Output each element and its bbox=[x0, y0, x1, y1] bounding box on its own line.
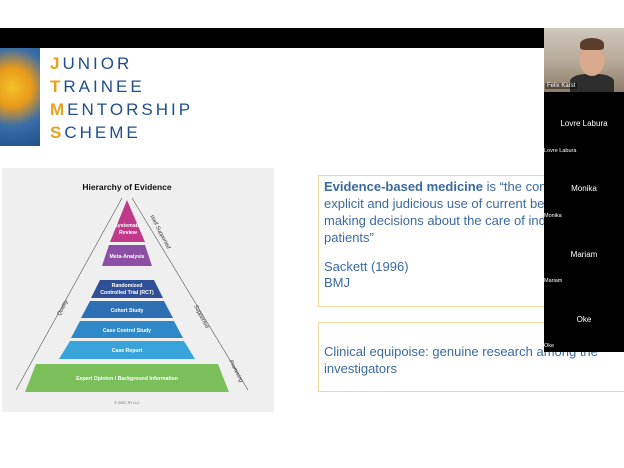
logo-line-2: TRAINEE bbox=[50, 77, 145, 96]
level-label-case-report: Case Report bbox=[112, 348, 143, 354]
participant-hair bbox=[580, 38, 604, 50]
equipoise-text: Clinical equipoise: genuine research amo… bbox=[324, 344, 598, 376]
level-label-randomized: Randomized bbox=[112, 283, 143, 289]
level-case-report bbox=[59, 341, 195, 359]
shared-screen-header bbox=[0, 28, 624, 48]
logo-graphic bbox=[0, 48, 40, 146]
logo-line-1: JUNIOR bbox=[50, 54, 133, 73]
level-label-rct: Controlled Trial (RCT) bbox=[100, 290, 154, 296]
side-label-promising: Promising bbox=[227, 359, 244, 384]
logo-line-4: SCHEME bbox=[50, 123, 141, 142]
level-label-expert: Expert Opinion / Background Information bbox=[76, 376, 178, 382]
level-meta-analysis bbox=[102, 245, 152, 266]
evidence-pyramid: Systematic Review Meta-Analysis Randomiz… bbox=[15, 197, 249, 405]
level-label-review: Review bbox=[119, 230, 138, 236]
top-bar bbox=[0, 0, 624, 28]
side-label-well-supported: Well Supported bbox=[148, 214, 171, 251]
participant-label-mariam: Mariam bbox=[544, 278, 563, 284]
equipoise-box bbox=[318, 322, 624, 392]
participant-label-oke: Oke bbox=[544, 343, 555, 349]
participant-shirt bbox=[570, 74, 614, 92]
participant-tile-monika[interactable]: Monika bbox=[571, 184, 597, 193]
participant-label-lovre: Lovre Labura bbox=[544, 148, 577, 154]
active-participant-name: Felix Karst bbox=[545, 83, 578, 89]
participant-tile-lovre[interactable]: Lovre Labura bbox=[560, 119, 608, 128]
level-label-systematic: Systematic bbox=[114, 223, 142, 229]
level-systematic-review bbox=[110, 200, 145, 242]
level-label-meta: Meta-Analysis bbox=[110, 254, 145, 260]
level-expert-opinion bbox=[25, 364, 229, 392]
level-label-case-control: Case Control Study bbox=[103, 328, 151, 334]
level-case-control-study bbox=[71, 321, 183, 338]
level-label-cohort: Cohort Study bbox=[111, 308, 144, 314]
logo-line-3: MENTORSHIP bbox=[50, 100, 194, 119]
quality-arrow bbox=[15, 197, 123, 391]
definition-box bbox=[318, 175, 624, 307]
side-label-supported: Supported bbox=[192, 304, 210, 330]
level-cohort-study bbox=[81, 301, 173, 318]
participant-label-monika: Monika bbox=[544, 213, 562, 219]
side-label-quality: Quality bbox=[56, 298, 70, 317]
logo-text: JUNIOR TRAINEE MENTORSHIP SCHEME bbox=[50, 52, 193, 144]
participant-tile-oke[interactable]: Oke bbox=[576, 315, 592, 324]
citation: Sackett (1996) BMJ bbox=[324, 259, 409, 290]
support-arrow bbox=[131, 197, 249, 391]
level-rct bbox=[91, 280, 163, 298]
participant-tile-mariam[interactable]: Mariam bbox=[570, 250, 598, 259]
pyramid-copyright: © 2020, RY LLC bbox=[114, 401, 140, 405]
pyramid-title: Hierarchy of Evidence bbox=[82, 182, 172, 192]
